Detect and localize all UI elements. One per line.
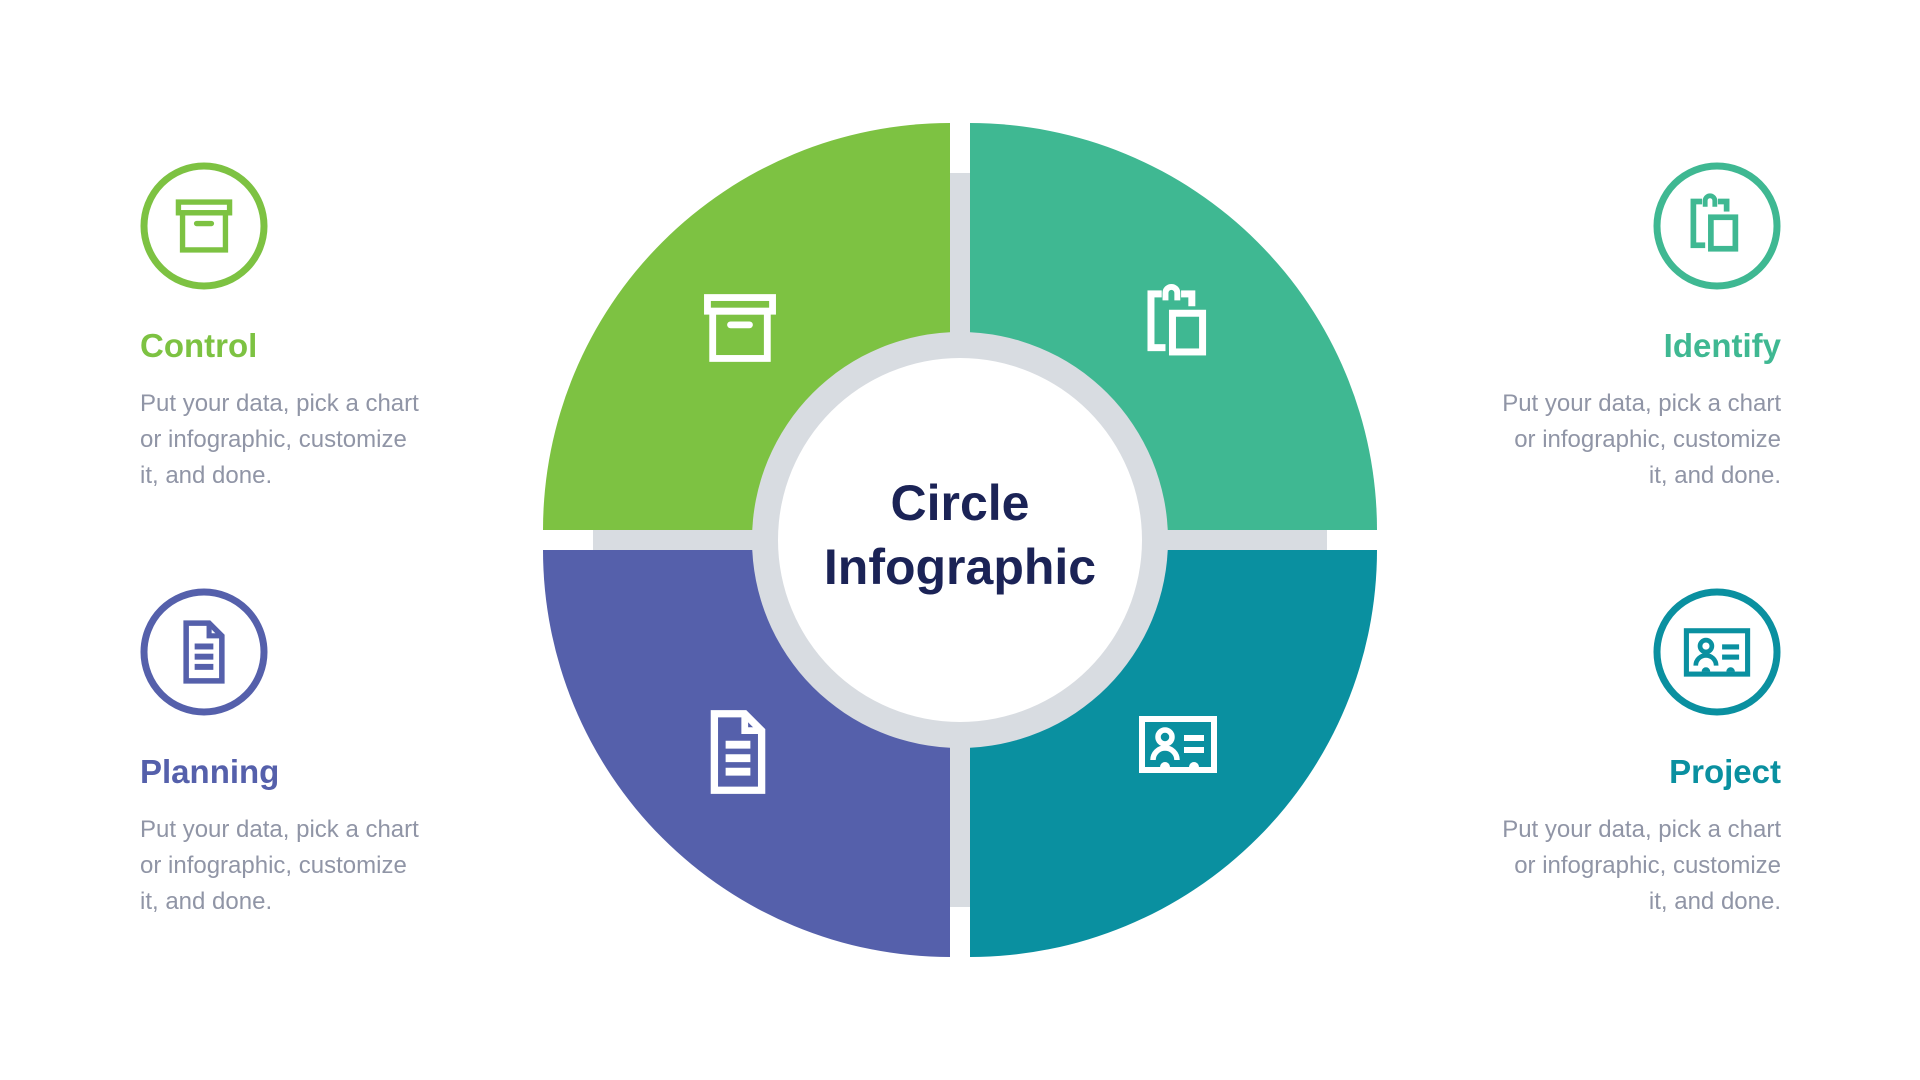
section-title: Control xyxy=(140,327,258,364)
badge-circle xyxy=(1653,162,1781,290)
circle-diagram xyxy=(543,123,1377,957)
project-badge xyxy=(1653,588,1781,716)
section-description: Put your data, pick a chart or infograph… xyxy=(1502,816,1781,915)
control-badge xyxy=(140,162,268,290)
section-description: Put your data, pick a chart or infograph… xyxy=(1502,390,1781,489)
clipboard-icon xyxy=(1653,162,1781,290)
section-description: Put your data, pick a chart or infograph… xyxy=(140,816,419,915)
section-planning: Planning Put your data, pick a chart or … xyxy=(140,588,485,920)
section-title: Planning xyxy=(140,753,280,790)
section-identify: Identify Put your data, pick a chart or … xyxy=(1436,162,1781,494)
center-circle xyxy=(778,358,1142,722)
archive-box-icon xyxy=(140,162,268,290)
section-project: Project Put your data, pick a chart or i… xyxy=(1436,588,1781,920)
center-title: Circle Infographic xyxy=(823,475,1097,595)
id-card-icon xyxy=(1653,588,1781,716)
section-title: Identify xyxy=(1663,327,1781,364)
document-icon xyxy=(140,588,268,716)
badge-circle xyxy=(140,588,268,716)
badge-circle xyxy=(1653,588,1781,716)
section-description: Put your data, pick a chart or infograph… xyxy=(140,390,419,489)
section-title: Project xyxy=(1669,753,1781,790)
section-control: Control Put your data, pick a chart or i… xyxy=(140,162,485,494)
identify-badge xyxy=(1653,162,1781,290)
badge-circle xyxy=(140,162,268,290)
planning-badge xyxy=(140,588,268,716)
